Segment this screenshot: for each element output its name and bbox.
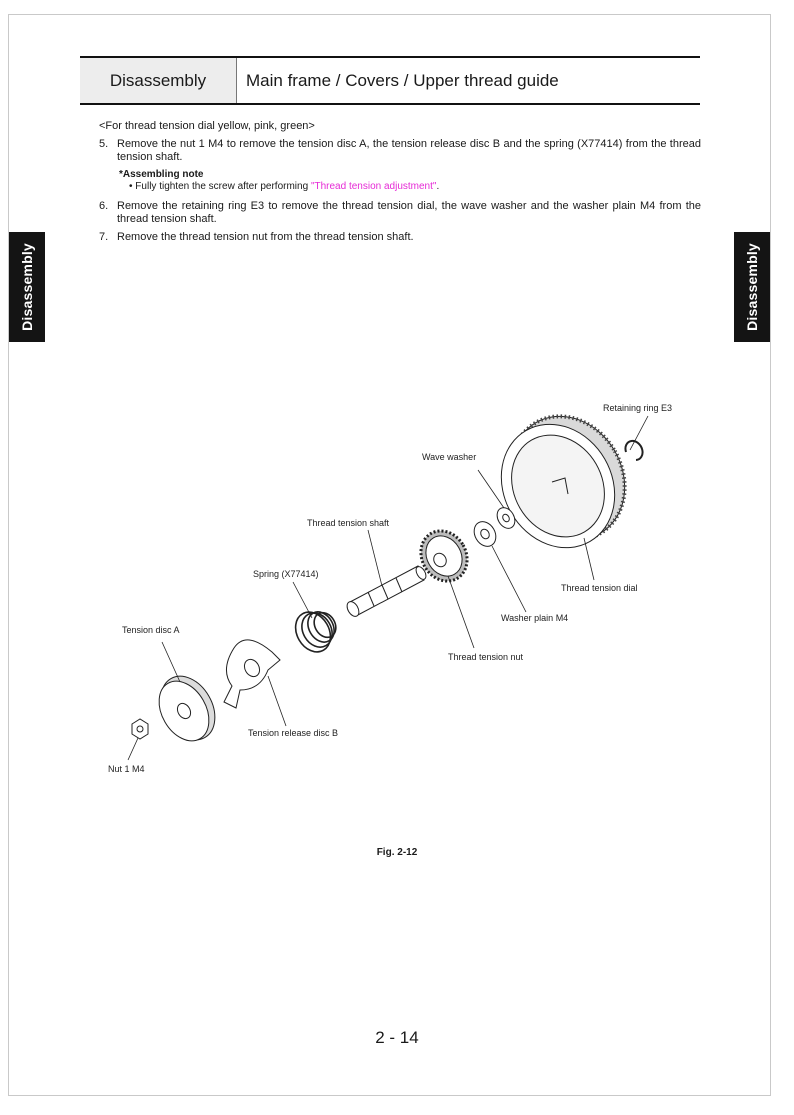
thread-tension-shaft-part [346, 565, 427, 617]
note-text-end: . [436, 181, 440, 192]
step-6: 6. Remove the retaining ring E3 to remov… [99, 200, 701, 226]
tension-disc-a-part [158, 675, 216, 742]
wave-washer-part [496, 507, 516, 529]
step-text: Remove the thread tension nut from the t… [117, 231, 414, 243]
page-header: Disassembly Main frame / Covers / Upper … [80, 56, 700, 105]
thread-tension-nut-part [419, 529, 469, 583]
washer-plain-part [473, 521, 497, 547]
bullet-icon: • [129, 181, 133, 192]
assembling-note: *Assembling note • Fully tighten the scr… [119, 169, 701, 193]
thread-tension-shaft-label: Thread tension shaft [307, 518, 390, 528]
step-5: 5. Remove the nut 1 M4 to remove the ten… [99, 138, 701, 164]
nut-label: Nut 1 M4 [108, 764, 145, 774]
nut-part [131, 718, 149, 740]
retaining-ring-part [624, 439, 644, 461]
side-tab-left: Disassembly [9, 232, 45, 342]
washer-plain-label: Washer plain M4 [501, 613, 568, 623]
spring-label: Spring (X77414) [253, 569, 319, 579]
side-tab-left-label: Disassembly [19, 243, 35, 331]
page-number: 2 - 14 [375, 1028, 419, 1047]
exploded-view-drawing: Retaining ring E3 Wave washer Thread ten… [108, 403, 672, 774]
header-title: Main frame / Covers / Upper thread guide [246, 70, 559, 90]
step-number: 7. [99, 231, 109, 243]
wave-washer-label: Wave washer [422, 452, 476, 462]
thread-tension-dial-part [500, 414, 627, 549]
note-item: • Fully tighten the screw after performi… [119, 181, 701, 193]
tension-disc-a-label: Tension disc A [122, 625, 180, 635]
side-tab-right-label: Disassembly [744, 243, 760, 331]
thread-tension-adjustment-link[interactable]: "Thread tension adjustment" [310, 181, 437, 192]
tension-release-disc-part [223, 639, 281, 709]
note-text: Fully tighten the screw after performing [135, 181, 311, 192]
step-text: Remove the nut 1 M4 to remove the tensio… [117, 138, 701, 163]
side-tab-right: Disassembly [734, 232, 770, 342]
spring-part [294, 611, 337, 653]
instruction-content: <For thread tension dial yellow, pink, g… [99, 120, 701, 249]
retaining-ring-label: Retaining ring E3 [603, 403, 672, 413]
thread-tension-dial-label: Thread tension dial [561, 583, 638, 593]
page-frame [8, 14, 771, 1096]
header-section-label: Disassembly [80, 58, 237, 103]
variant-heading: <For thread tension dial yellow, pink, g… [99, 120, 315, 132]
figure-caption: Fig. 2-12 [376, 847, 418, 858]
step-text: Remove the retaining ring E3 to remove t… [117, 200, 701, 225]
step-number: 5. [99, 138, 109, 150]
thread-tension-nut-label: Thread tension nut [448, 652, 524, 662]
exploded-view-figure: Retaining ring E3 Wave washer Thread ten… [100, 390, 700, 790]
note-title: *Assembling note [119, 169, 204, 180]
tension-release-disc-b-label: Tension release disc B [248, 728, 338, 738]
step-7: 7. Remove the thread tension nut from th… [99, 231, 701, 244]
step-number: 6. [99, 200, 109, 212]
